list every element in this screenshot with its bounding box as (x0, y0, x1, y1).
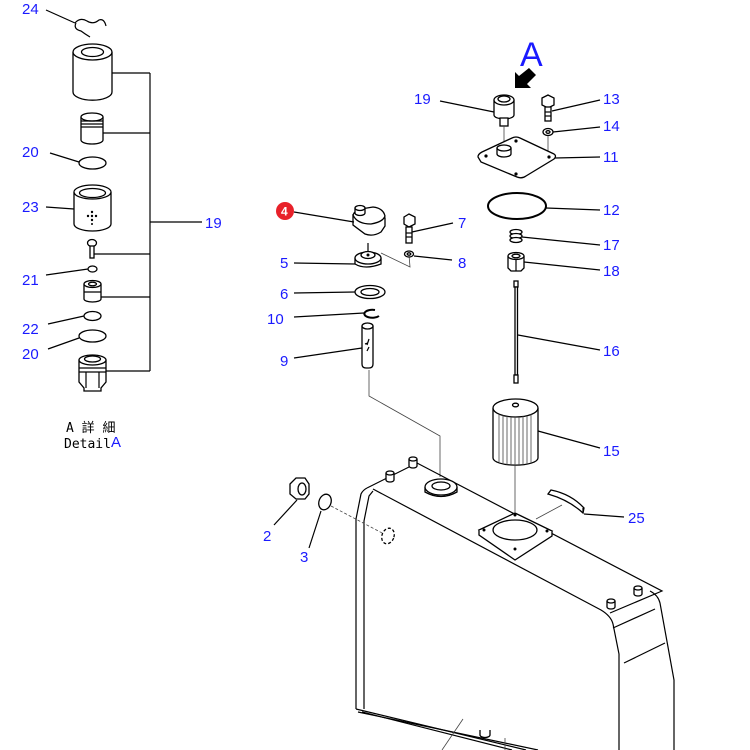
tank-port (381, 527, 395, 545)
part-7-bolt[interactable] (403, 213, 416, 244)
part-2-plug[interactable] (289, 477, 310, 500)
leader-14 (552, 126, 601, 133)
leader-24 (45, 9, 76, 24)
leader-8 (413, 255, 453, 261)
leader-22 (47, 315, 85, 325)
part-25-pad[interactable] (546, 489, 585, 515)
detail-caption-jp: A 詳 細 (66, 420, 115, 436)
part-15-filter[interactable] (492, 398, 539, 466)
callout-2[interactable]: 2 (263, 528, 271, 545)
callout-4[interactable]: 4 (281, 205, 288, 219)
part-outer-cap[interactable] (72, 43, 113, 101)
detail-a-assembly: 24 20 23 (22, 1, 222, 452)
part-24-clip[interactable] (74, 18, 107, 38)
callout-11[interactable]: 11 (603, 149, 619, 166)
part-11-cover[interactable] (477, 136, 557, 179)
callout-19[interactable]: 19 (414, 91, 431, 108)
tank-filler-port (424, 478, 458, 498)
tank-filter-flange (477, 512, 554, 561)
part-17-spring[interactable] (509, 228, 523, 244)
bracket-19 (94, 72, 202, 372)
leader-6 (293, 291, 356, 294)
part-pin[interactable] (86, 238, 98, 259)
part-12-oring[interactable] (487, 192, 547, 220)
part-6-gasket[interactable] (354, 284, 386, 300)
callout-6[interactable]: 6 (280, 286, 288, 303)
part-housing-fitting[interactable] (78, 354, 107, 392)
callout-15[interactable]: 15 (603, 443, 620, 460)
leader-15 (537, 430, 601, 449)
callout-18[interactable]: 18 (603, 263, 620, 280)
callout-20-lower[interactable]: 20 (22, 346, 39, 363)
callout-25[interactable]: 25 (628, 510, 645, 527)
leader-2 (273, 499, 298, 526)
detail-caption-en: Detail (64, 437, 111, 452)
part-spool[interactable] (83, 279, 102, 303)
part-5-base[interactable] (354, 243, 382, 268)
leader-12 (545, 207, 601, 211)
part-4-cap[interactable] (352, 204, 386, 236)
callout-7[interactable]: 7 (458, 215, 466, 232)
tank-boss (385, 456, 643, 610)
part-23-body[interactable] (73, 184, 112, 232)
callout-21[interactable]: 21 (22, 272, 39, 289)
leader-3 (308, 510, 322, 549)
hydraulic-tank[interactable] (355, 456, 675, 750)
part-piston[interactable] (80, 112, 104, 145)
leader-5 (293, 262, 356, 265)
leader-7 (411, 222, 454, 233)
leader-17 (521, 236, 601, 246)
leader-16 (517, 334, 601, 351)
callout-8[interactable]: 8 (458, 255, 466, 272)
leader-13 (551, 99, 601, 112)
part-9-strainer[interactable] (361, 322, 374, 369)
callout-12[interactable]: 12 (603, 202, 620, 219)
callout-13[interactable]: 13 (603, 91, 620, 108)
callout-3[interactable]: 3 (300, 549, 308, 566)
part-22-ring[interactable] (83, 310, 102, 322)
leader-10 (293, 312, 365, 318)
guide-8 (380, 252, 411, 268)
part-21-ring[interactable] (87, 265, 98, 273)
guide-25 (535, 504, 563, 520)
leader-18 (523, 261, 601, 271)
callout-23[interactable]: 23 (22, 199, 39, 216)
leader-9 (293, 347, 363, 359)
leader-11 (554, 156, 601, 159)
highlight-badge-4[interactable] (276, 202, 294, 220)
callout-5[interactable]: 5 (280, 255, 288, 272)
callout-20-upper[interactable]: 20 (22, 144, 39, 161)
part-19-breather[interactable] (493, 94, 515, 127)
guide-9 (368, 370, 441, 477)
leader-20-upper (49, 152, 80, 163)
callout-22[interactable]: 22 (22, 321, 39, 338)
callout-19-detail[interactable]: 19 (205, 215, 222, 232)
part-20-oring-lower[interactable] (78, 329, 107, 343)
part-3-oring[interactable] (317, 492, 334, 511)
part-16-rod[interactable] (513, 280, 519, 384)
part-10-snap-ring[interactable] (363, 308, 380, 319)
callout-24[interactable]: 24 (22, 1, 39, 18)
detail-caption-ref[interactable]: A (111, 434, 121, 451)
leader-19 (439, 100, 495, 113)
callout-17[interactable]: 17 (603, 237, 620, 254)
callout-16[interactable]: 16 (603, 343, 620, 360)
part-20-oring-upper[interactable] (78, 156, 107, 170)
part-18-nut[interactable] (507, 251, 525, 272)
leader-25 (583, 513, 625, 518)
leader-20-lower (47, 337, 80, 350)
callout-10[interactable]: 10 (267, 311, 284, 328)
leader-4 (293, 211, 355, 223)
callout-14[interactable]: 14 (603, 118, 620, 135)
part-13-bolt[interactable] (541, 94, 555, 122)
leader-23 (45, 206, 75, 210)
leader-21 (45, 268, 89, 276)
view-arrow-icon (515, 68, 536, 88)
view-marker-a[interactable]: A (520, 36, 543, 74)
callout-9[interactable]: 9 (280, 353, 288, 370)
